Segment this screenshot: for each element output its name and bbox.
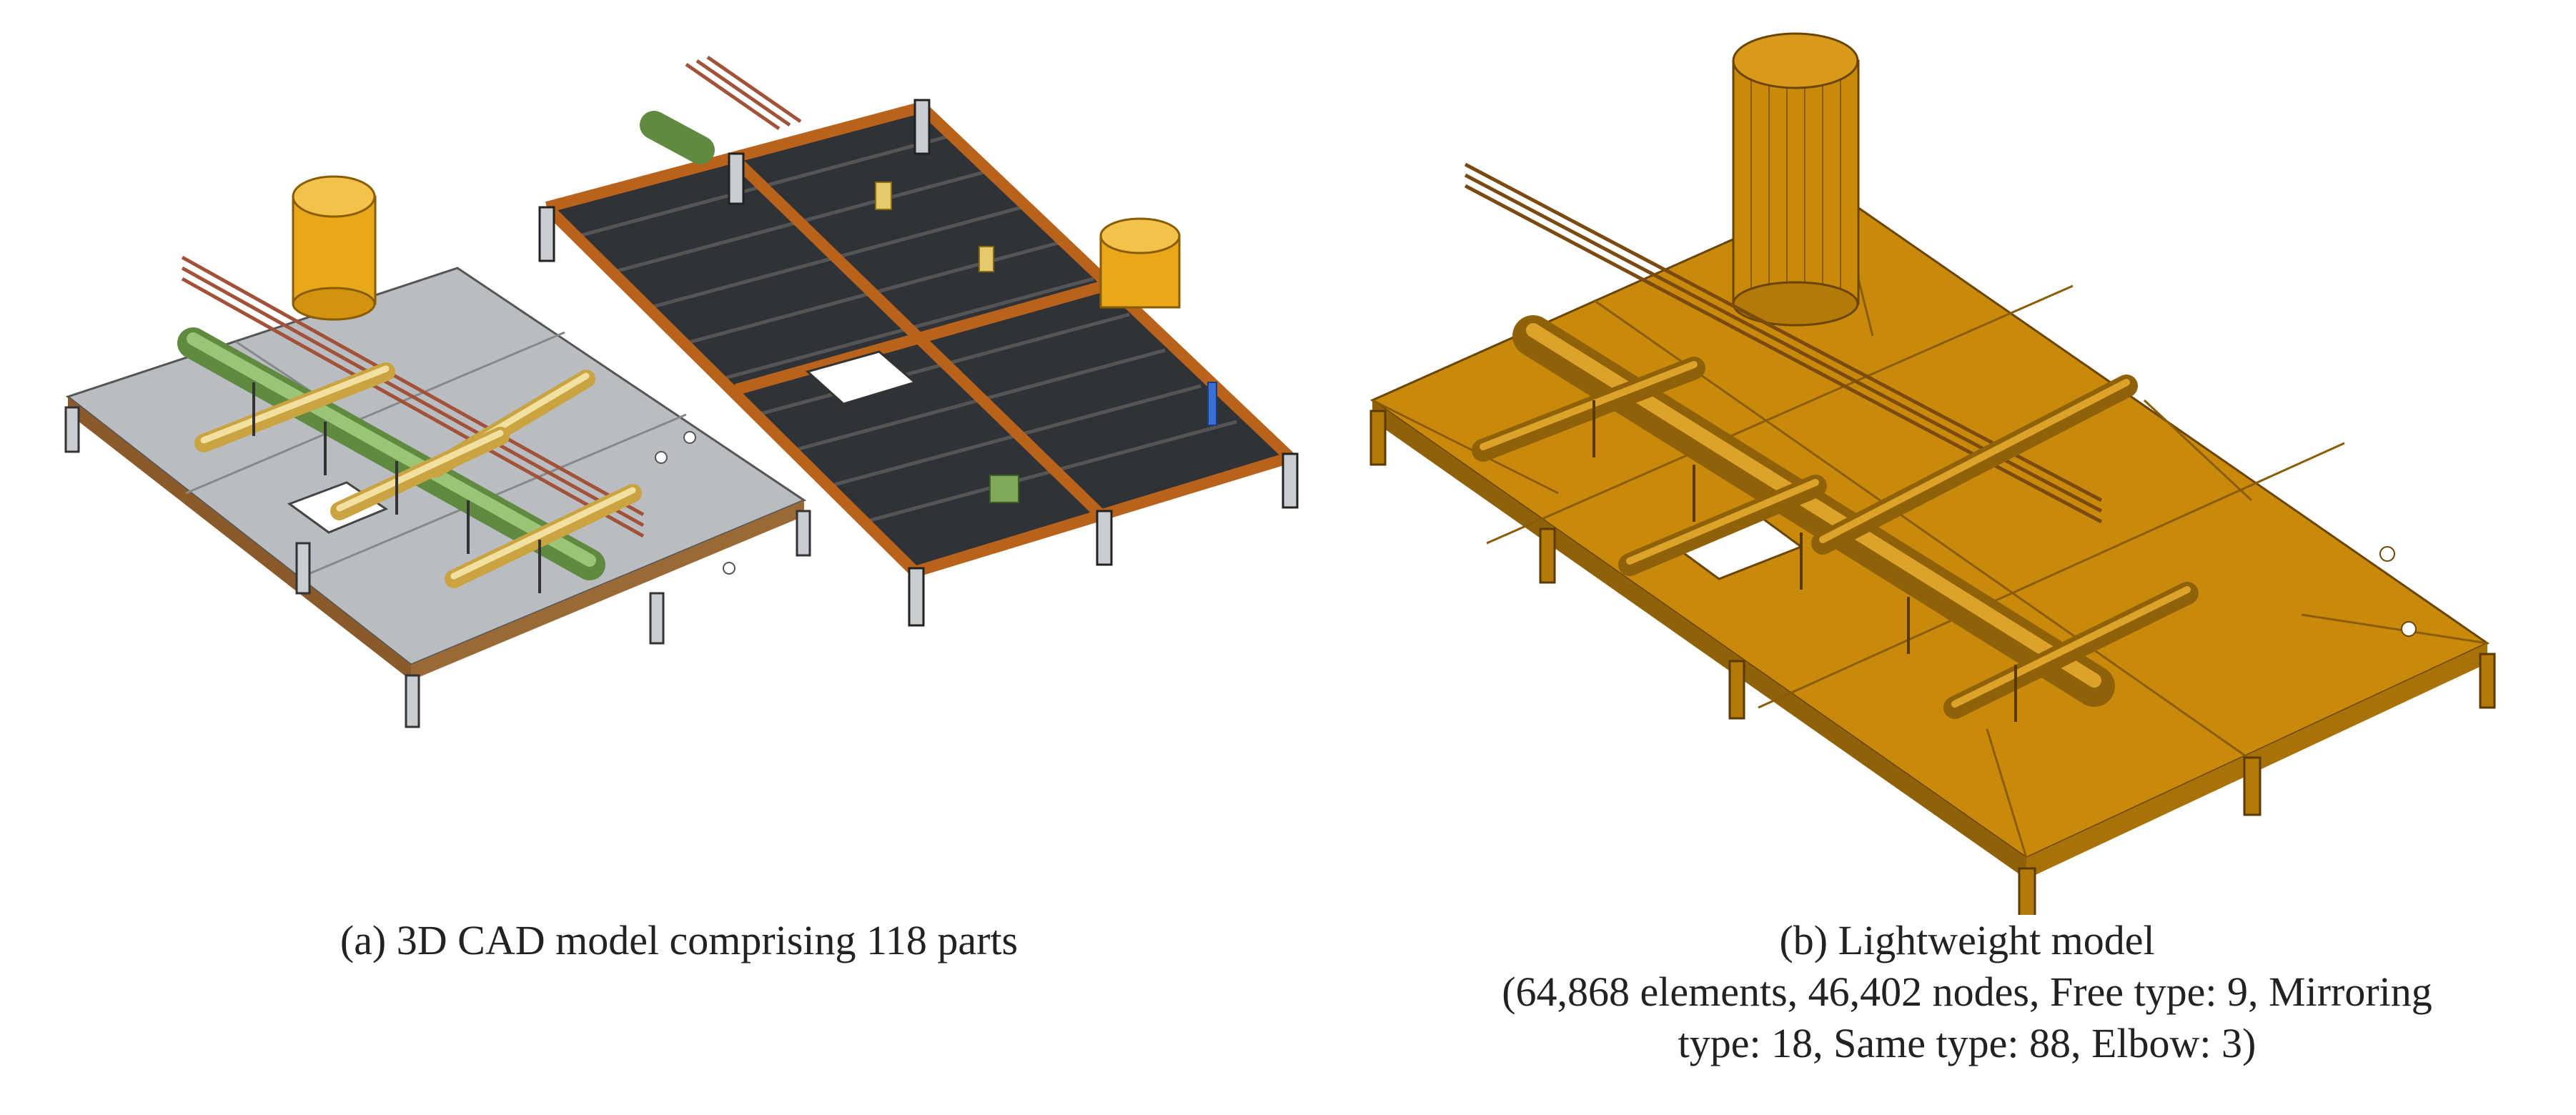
lightweight-module bbox=[1369, 32, 2496, 915]
cad-model-illustration bbox=[64, 55, 1299, 728]
lightweight-model-illustration bbox=[1369, 32, 2496, 915]
figure-panel-a: (a) 3D CAD model comprising 118 parts bbox=[64, 55, 1299, 963]
caption-b-line-3: type: 18, Same type: 88, Elbow: 3) bbox=[1678, 1020, 2257, 1066]
caption-b-line-1: (b) Lightweight model bbox=[1779, 917, 2155, 963]
figure-panel-b: (b) Lightweight model (64,868 elements, … bbox=[1358, 0, 2576, 1115]
cad-assembled-module bbox=[64, 175, 811, 728]
caption-b-line-2: (64,868 elements, 46,402 nodes, Free typ… bbox=[1502, 968, 2432, 1015]
figure-caption-a: (a) 3D CAD model comprising 118 parts bbox=[340, 917, 1019, 963]
figure-caption-b: (b) Lightweight model (64,868 elements, … bbox=[1358, 915, 2576, 1069]
cad-frame-module bbox=[538, 55, 1299, 627]
